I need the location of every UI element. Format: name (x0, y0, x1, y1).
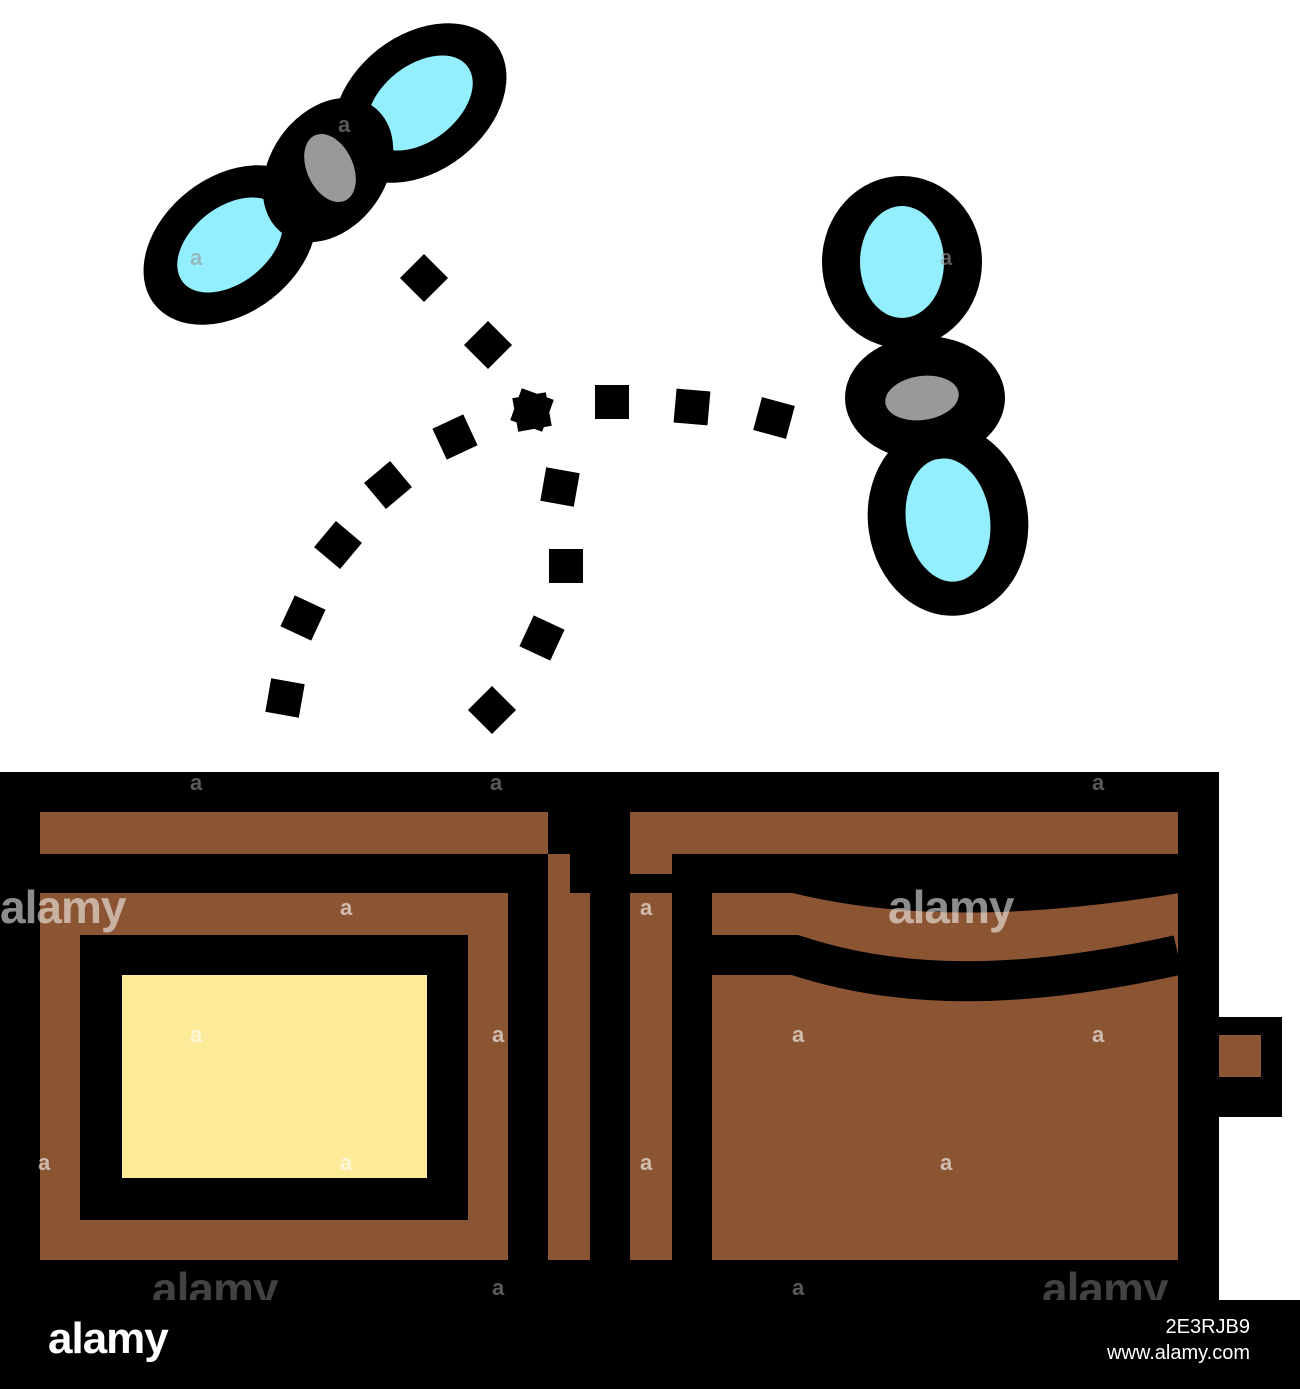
empty-wallet-moths-illustration (0, 23, 1282, 1300)
footer-image-info: 2E3RJB9 www.alamy.com (1107, 1314, 1250, 1366)
stock-footer-bar: alamy 2E3RJB9 www.alamy.com (0, 1300, 1300, 1389)
footer-site-url: www.alamy.com (1107, 1342, 1250, 1364)
dotted-flight-path (265, 385, 795, 718)
dotted-flight-path (399, 253, 583, 735)
id-window (122, 975, 427, 1178)
footer-image-id: 2E3RJB9 (1165, 1316, 1251, 1338)
moth-right-icon (822, 176, 1029, 616)
moth-left-icon (143, 23, 507, 325)
wallet-icon (0, 772, 1282, 1300)
footer-brand-logo: alamy (48, 1314, 169, 1363)
